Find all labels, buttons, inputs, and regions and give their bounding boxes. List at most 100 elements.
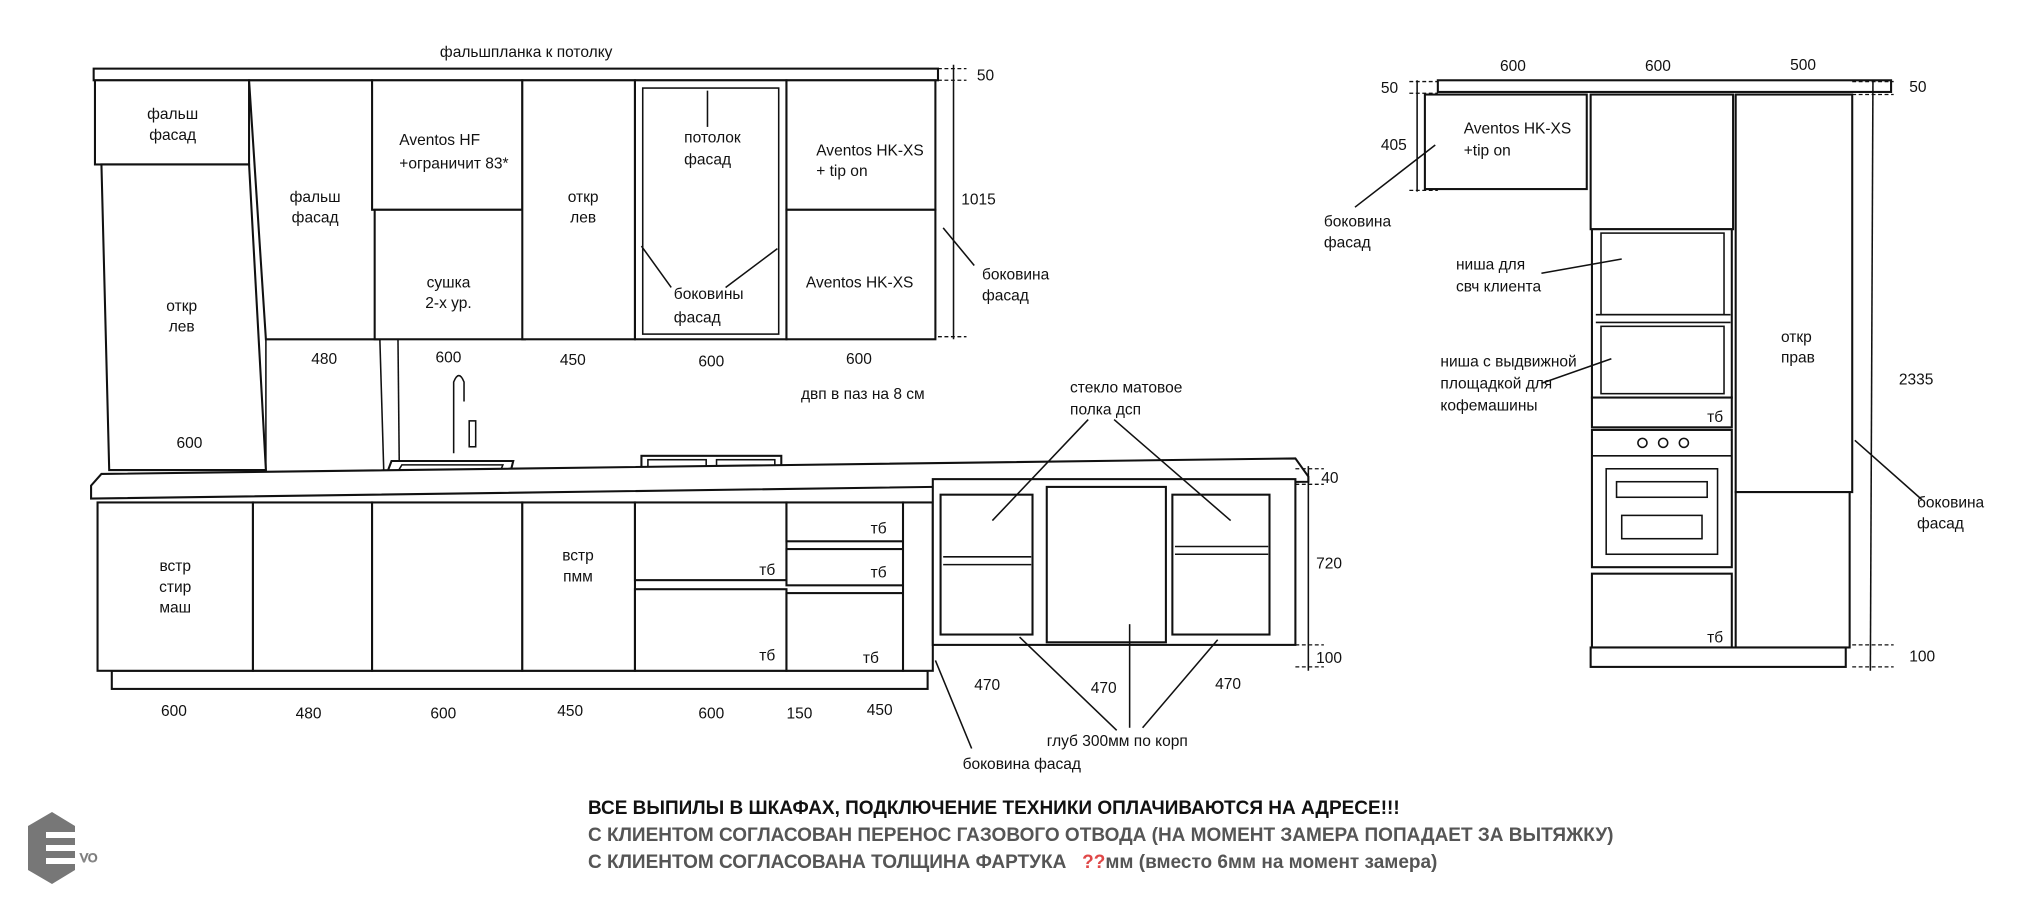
label: тб xyxy=(759,647,775,664)
label: глуб 300мм по корп xyxy=(1047,733,1188,750)
label: 2-х ур. xyxy=(425,295,471,312)
dim: 405 xyxy=(1381,137,1407,154)
apron-thickness-unknown: ?? xyxy=(1082,852,1106,873)
label: ниша с выдвижной xyxy=(1440,353,1576,370)
label: полка дсп xyxy=(1070,401,1141,418)
false-plank xyxy=(92,67,940,82)
dim: 450 xyxy=(867,702,893,719)
dim: 600 xyxy=(1500,58,1526,75)
dim: 40 xyxy=(1321,470,1339,487)
dim: 50 xyxy=(1909,79,1927,96)
lower-cab-3 xyxy=(371,501,524,672)
label: маш xyxy=(159,600,191,617)
corner-door xyxy=(1045,485,1167,644)
dim: 1015 xyxy=(961,192,996,209)
label: Aventos HK-XS xyxy=(1464,120,1572,137)
label: кофемашины xyxy=(1440,398,1537,415)
dim: 600 xyxy=(698,353,724,370)
drawer xyxy=(1590,396,1733,429)
label: +tip on xyxy=(1464,142,1511,159)
upper-cab-3-bottom xyxy=(373,208,526,341)
note-line-3: С КЛИЕНТОМ СОГЛАСОВАНА ТОЛЩИНА ФАРТУКА ?… xyxy=(588,849,1613,876)
top-plank-label: фальшпланка к потолку xyxy=(440,44,613,61)
tall-right-lower xyxy=(1734,491,1851,649)
label: площадкой для xyxy=(1440,375,1552,392)
label: пмм xyxy=(563,568,593,585)
label: ниша для xyxy=(1456,256,1525,273)
label: тб xyxy=(871,521,887,538)
plinth xyxy=(1589,646,1847,668)
note: двп в паз на 8 см xyxy=(801,386,925,403)
left-lower-cabinets: встр стир маш встр пмм тб тб тб тб тб 60… xyxy=(90,457,1310,723)
label: откр xyxy=(166,298,197,315)
label: фасад xyxy=(982,287,1029,304)
label: фальш xyxy=(290,189,341,206)
lower-cab-2 xyxy=(251,501,374,672)
dim: 470 xyxy=(1091,680,1117,697)
label: стекло матовое xyxy=(1070,379,1182,396)
upper-cab-6-top xyxy=(785,79,937,211)
drawer xyxy=(785,592,905,672)
lower-cab-1 xyxy=(96,501,254,672)
dim: 480 xyxy=(311,351,337,368)
oven xyxy=(1590,428,1733,569)
label: свч клиента xyxy=(1456,278,1542,295)
right-elevation: 600 600 500 Aventos HK-XS +tip on 50 405… xyxy=(1324,57,1985,671)
label: встр xyxy=(159,558,191,575)
dim: 100 xyxy=(1909,649,1935,666)
drawer xyxy=(785,501,905,543)
label: +ограничит 83* xyxy=(399,155,508,172)
label: тб xyxy=(863,650,879,667)
label: встр xyxy=(562,548,594,565)
niche-inner xyxy=(641,87,780,335)
label: фасад xyxy=(292,210,339,227)
corner-unit: стекло матовое полка дсп 470 470 470 глу… xyxy=(931,379,1342,773)
label: откр xyxy=(568,189,599,206)
label: Aventos HF xyxy=(399,132,480,149)
label: тб xyxy=(759,562,775,579)
dim: 600 xyxy=(436,350,462,367)
tall-right-upper xyxy=(1734,93,1854,494)
tall-upper-door xyxy=(1589,93,1735,231)
plinth xyxy=(110,669,929,690)
label: боковина xyxy=(1324,214,1392,231)
left-upper-cabinets: фальшпланка к потолку фальш фасад откр л… xyxy=(92,44,1050,472)
dim: 600 xyxy=(430,706,456,723)
lower-cab-4 xyxy=(521,501,636,672)
niche-frame xyxy=(1590,228,1733,399)
label: лев xyxy=(169,319,195,336)
label: сушка xyxy=(427,274,471,291)
dim: 600 xyxy=(161,703,187,720)
label: фасад xyxy=(674,309,721,326)
open-shelf-right xyxy=(1171,493,1271,636)
label: прав xyxy=(1781,350,1815,367)
note-line-3-tail: мм (вместо 6мм на момент замера) xyxy=(1105,852,1438,873)
dim: 50 xyxy=(977,67,995,84)
label: боковина xyxy=(982,267,1050,284)
note-line-2: С КЛИЕНТОМ СОГЛАСОВАН ПЕРЕНОС ГАЗОВОГО О… xyxy=(588,825,1614,846)
upper-cab xyxy=(1423,93,1588,191)
dim: 2335 xyxy=(1899,372,1934,389)
label: тб xyxy=(1707,629,1723,646)
label: откр xyxy=(1781,329,1812,346)
sink xyxy=(382,374,515,483)
label: боковина фасад xyxy=(963,756,1081,773)
label: тб xyxy=(871,565,887,582)
dim: 150 xyxy=(786,706,812,723)
label: боковина xyxy=(1917,495,1985,512)
drawer xyxy=(1590,572,1733,649)
dim: 600 xyxy=(698,706,724,723)
note-line-1: ВСЕ ВЫПИЛЫ В ШКАФАХ, ПОДКЛЮЧЕНИЕ ТЕХНИКИ… xyxy=(588,798,1400,819)
dim: 100 xyxy=(1316,650,1342,667)
dim: 480 xyxy=(296,706,322,723)
dim: 470 xyxy=(1215,676,1241,693)
note-line-3-text: С КЛИЕНТОМ СОГЛАСОВАНА ТОЛЩИНА ФАРТУКА xyxy=(588,852,1067,873)
label: фасад xyxy=(149,127,196,144)
label: фасад xyxy=(1917,515,1964,532)
dim: 600 xyxy=(177,435,203,452)
dim: 600 xyxy=(1645,58,1671,75)
label: фальш xyxy=(147,106,198,123)
label: фасад xyxy=(684,151,731,168)
logo-icon: VO xyxy=(28,812,98,884)
